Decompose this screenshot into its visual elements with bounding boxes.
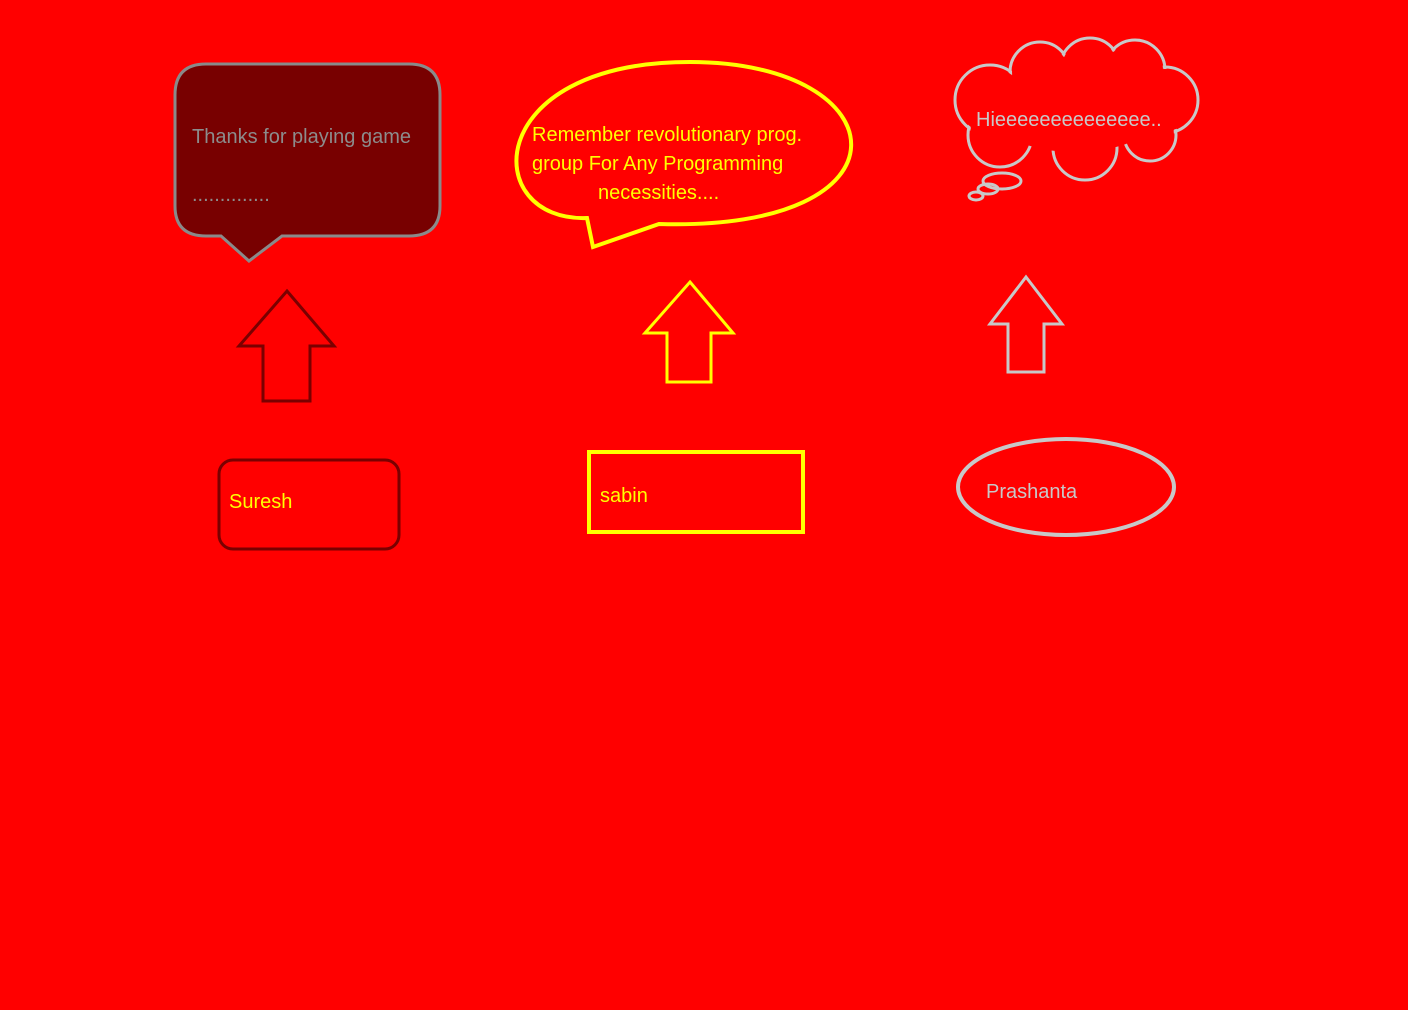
sabin-name-label: sabin <box>600 485 648 507</box>
sabin-bubble-line-1: Remember revolutionary prog. <box>532 124 802 146</box>
sabin-bubble-line-2: group For Any Programming <box>532 153 783 175</box>
suresh-box-shape <box>217 458 401 551</box>
prashanta-cloud-dot-large <box>981 171 1023 191</box>
prashanta-cloud-dot-medium <box>976 182 1000 196</box>
sabin-speech-bubble: Remember revolutionary prog. group For A… <box>514 59 854 250</box>
suresh-bubble-line-2: .............. <box>192 184 270 206</box>
prashanta-bubble-line-1: Hieeeeeeeeeeeeee.. <box>976 109 1162 131</box>
suresh-up-arrow <box>235 288 338 403</box>
suresh-name-box: Suresh <box>217 458 401 551</box>
suresh-bubble-line-1: Thanks for playing game <box>192 126 411 148</box>
suresh-speech-bubble: Thanks for playing game .............. <box>173 62 442 263</box>
sabin-bubble-line-3: necessities.... <box>598 182 719 204</box>
sabin-up-arrow <box>641 279 737 384</box>
suresh-bubble-shape <box>173 62 442 263</box>
prashanta-name-label: Prashanta <box>986 481 1078 503</box>
prashanta-up-arrow <box>986 274 1066 374</box>
prashanta-cloud-dot-small <box>967 190 985 202</box>
prashanta-name-box: Prashanta <box>956 437 1176 537</box>
sabin-box-shape <box>587 450 805 534</box>
sabin-bubble-shape <box>514 59 854 250</box>
sabin-name-box: sabin <box>587 450 805 534</box>
prashanta-thought-cloud: Hieeeeeeeeeeeeee.. <box>953 36 1200 202</box>
prashanta-box-shape <box>956 437 1176 537</box>
suresh-name-label: Suresh <box>229 491 292 513</box>
